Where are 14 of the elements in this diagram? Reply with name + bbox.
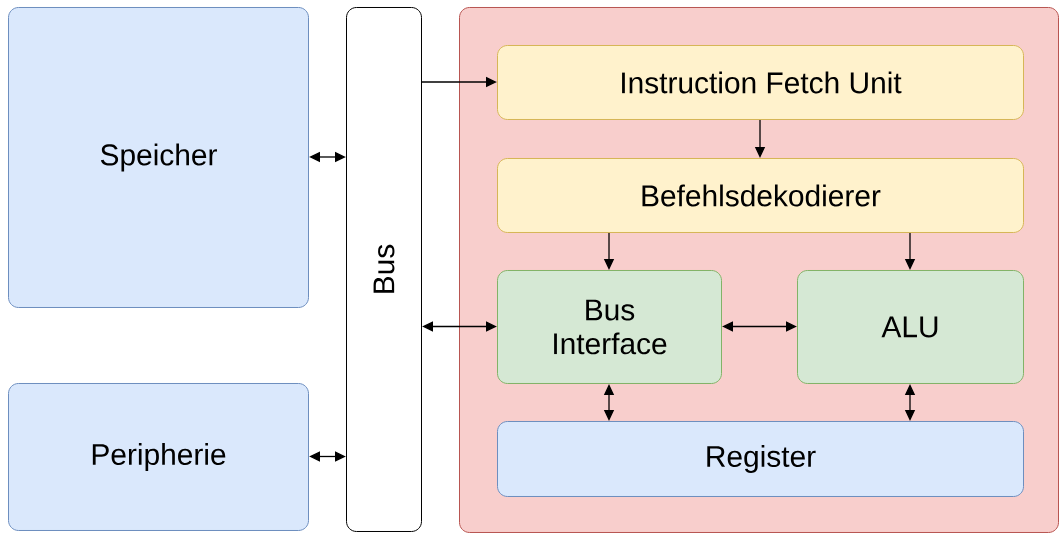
arrow — [904, 384, 916, 421]
memory-box: Speicher — [8, 7, 309, 308]
unit-box: ALU — [797, 270, 1024, 384]
arrow — [722, 321, 797, 332]
unit-box: Bus Interface — [497, 270, 722, 384]
arrow — [309, 451, 346, 462]
unit-box: Befehlsdekodierer — [497, 158, 1024, 233]
arrow — [422, 321, 497, 332]
bus-bar: Bus — [346, 7, 422, 532]
arrow — [309, 151, 346, 163]
register-box: Register — [497, 421, 1024, 497]
peripheral-box: Peripherie — [8, 383, 309, 531]
arrow — [603, 384, 615, 421]
unit-box: Instruction Fetch Unit — [497, 45, 1024, 120]
